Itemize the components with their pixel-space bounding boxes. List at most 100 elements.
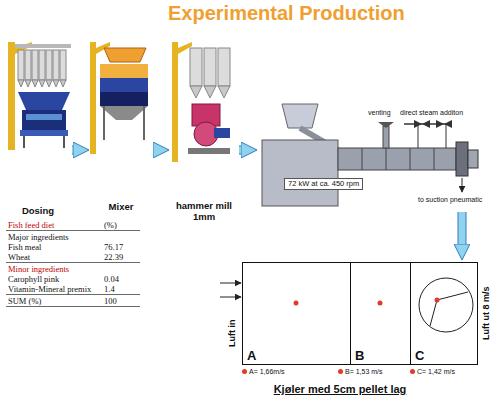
- process-stage: Dosing: [5, 40, 71, 216]
- mixer: [104, 48, 146, 62]
- stage-label: 72 kW at ca. 450 rpm: [284, 178, 363, 190]
- dosing-station: [22, 110, 66, 130]
- arrow-outline: [72, 146, 77, 155]
- extruder: [446, 124, 447, 148]
- cooler-box: Kjøler med 5cm pellet lagABC: [242, 262, 478, 365]
- dosing-station: [15, 44, 71, 48]
- cooler-details: [430, 300, 437, 326]
- process-note: venting: [368, 108, 391, 118]
- cooler-section: B: [351, 263, 411, 364]
- table-cell: Fish feed diet: [8, 220, 54, 230]
- dosing-station: [18, 92, 70, 110]
- arrow-body: [459, 212, 466, 248]
- process-stage: Mixer: [90, 40, 152, 212]
- dosing-station: [18, 50, 24, 87]
- table-cell: 22.39: [104, 252, 123, 262]
- extruder: [262, 140, 338, 206]
- extruder: [386, 148, 387, 170]
- extruder: [338, 148, 456, 170]
- table-rules: [6, 230, 140, 231]
- flow-arrow: [239, 150, 245, 151]
- hammer-mill: [188, 148, 230, 154]
- legend-dot: [338, 369, 343, 374]
- cooler-details: [419, 278, 473, 332]
- extruder: [434, 148, 435, 170]
- process-note: direct steam additon: [400, 108, 463, 118]
- extruder: [468, 150, 478, 168]
- table-cell: 0.04: [104, 274, 119, 284]
- arrow-body: [153, 147, 157, 154]
- dosing-station: [60, 50, 66, 87]
- table-cell: Minor ingredients: [8, 264, 69, 274]
- table-cell: 100: [104, 296, 117, 306]
- dosing-station: [8, 42, 71, 150]
- mixer: [100, 64, 148, 78]
- cooler-section: A: [243, 263, 351, 364]
- hammer-mill: [214, 128, 230, 138]
- dosing-station: [53, 50, 59, 87]
- section-letter: C: [415, 349, 424, 363]
- dosing-station: [25, 50, 31, 87]
- process-note: to suction pneumatic: [418, 195, 482, 205]
- extruder: [456, 142, 468, 176]
- dosing-station: [8, 42, 15, 150]
- extruder: [444, 120, 452, 128]
- table-rules: [6, 294, 140, 295]
- table-cell: 76.17: [104, 242, 123, 252]
- stage-label: Dosing: [22, 206, 54, 216]
- mixer: [90, 42, 96, 154]
- hammer-mill: [190, 48, 202, 98]
- table-cell: Wheat: [8, 252, 30, 262]
- dosing-station: [23, 136, 25, 148]
- table-rules: [6, 262, 140, 263]
- extruder: [422, 120, 430, 128]
- flow-arrow: [72, 150, 77, 151]
- arrow-outline: [239, 146, 245, 155]
- cooler-section: C: [411, 263, 476, 364]
- dosing-station: [26, 114, 62, 120]
- mixer: [100, 78, 148, 92]
- mixer: [143, 106, 145, 140]
- legend-text: C= 1,42 m/s: [417, 368, 455, 375]
- section-letter: A: [247, 349, 256, 363]
- extruder: [410, 148, 411, 170]
- table-cell: 1.4: [104, 284, 115, 294]
- table-rules: [6, 306, 140, 307]
- legend-entry: B= 1,53 m/s: [338, 368, 383, 375]
- table-cell: (%): [104, 220, 117, 230]
- flow-arrow: [462, 212, 463, 248]
- cooler-details: [378, 301, 383, 306]
- extruder: [262, 104, 478, 206]
- extruder: [436, 120, 444, 128]
- cooler-details: [220, 297, 241, 298]
- extruder: [282, 104, 318, 128]
- legend-text: A= 1,66m/s: [249, 368, 285, 375]
- flow-arrow: [153, 150, 157, 151]
- legend-entry: A= 1,66m/s: [242, 368, 285, 375]
- hammer-mill: [204, 48, 216, 98]
- mixer: [100, 92, 148, 106]
- cooler-caption: Kjøler med 5cm pellet lag: [203, 383, 477, 395]
- mixer: [100, 106, 148, 120]
- arrow-outline: [458, 212, 467, 248]
- cooler-details: [220, 283, 241, 284]
- legend-dot: [242, 369, 247, 374]
- extruder: [462, 178, 463, 192]
- page-title: Experimental Production: [168, 2, 405, 25]
- table-cell: Fish meal: [8, 242, 41, 252]
- extruder: [362, 148, 363, 170]
- dosing-station: [63, 136, 65, 148]
- legend-entry: C= 1,42 m/s: [410, 368, 455, 375]
- dosing-station: [39, 50, 45, 87]
- dosing-station: [32, 50, 38, 87]
- mixer: [90, 42, 148, 154]
- table-cell: Major ingredients: [8, 232, 69, 242]
- dosing-station: [46, 50, 52, 87]
- table-cell: Vitamin-Mineral premix: [8, 284, 91, 294]
- table-cell: Carophyll pink: [8, 274, 59, 284]
- extruder: [378, 122, 394, 128]
- arrow-body: [72, 147, 77, 154]
- cooler-details: [437, 292, 468, 300]
- air-label: Luft ut 8 m/s: [481, 287, 492, 341]
- table-cell: SUM (%): [8, 296, 41, 306]
